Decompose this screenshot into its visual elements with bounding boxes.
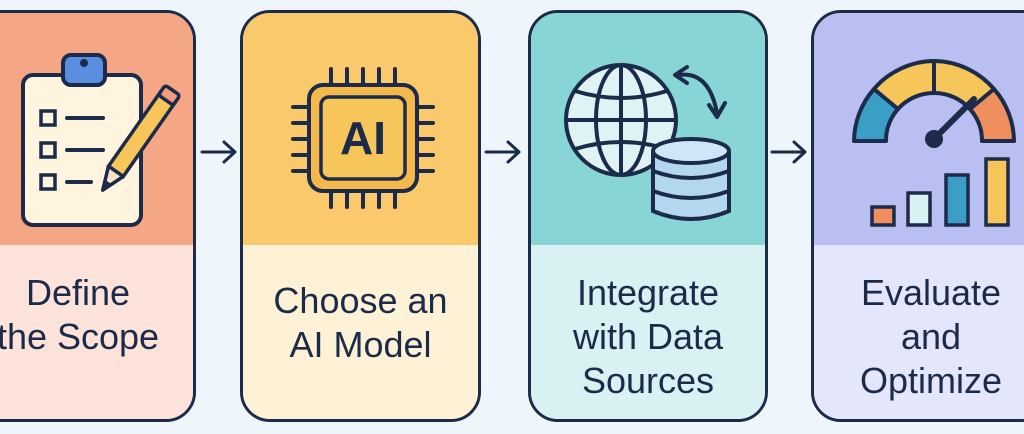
clipboard-checklist-pencil-icon — [0, 13, 193, 245]
step-card-evaluate-optimize: Evaluate and Optimize — [811, 10, 1024, 422]
step-label: Choose an AI Model — [243, 279, 478, 367]
step-label-line: Integrate — [576, 272, 720, 313]
card-footer — [243, 245, 478, 419]
arrow-right-icon — [200, 140, 237, 164]
gauge-bar-chart-icon — [814, 13, 1024, 245]
step-label-line: Define — [25, 272, 131, 313]
arrow-right-icon — [484, 140, 521, 164]
step-label: Define the Scope — [0, 271, 193, 359]
step-label-line: with Data — [572, 316, 724, 357]
step-label-line: Choose an — [273, 280, 448, 321]
step-label: Integrate with Data Sources — [531, 271, 765, 403]
step-card-define-scope: Define the Scope — [0, 10, 196, 422]
step-label-line: Evaluate — [860, 272, 1002, 313]
step-label-line: and — [900, 316, 962, 357]
globe-database-sync-icon — [531, 13, 765, 245]
card-footer — [814, 245, 1024, 419]
step-label-line: AI Model — [289, 324, 432, 365]
step-label-line: Optimize — [859, 360, 1003, 401]
arrow-right-icon — [770, 140, 807, 164]
step-label-line: Sources — [581, 360, 715, 401]
step-card-integrate-data: Integrate with Data Sources — [528, 10, 768, 422]
card-footer — [531, 245, 765, 419]
step-label-line: the Scope — [0, 316, 160, 357]
ai-chip-icon: AI — [243, 13, 478, 245]
chip-text: AI — [340, 112, 386, 164]
step-label: Evaluate and Optimize — [814, 271, 1024, 403]
card-footer — [0, 245, 193, 419]
step-card-choose-model: AI Choose an AI Model — [240, 10, 481, 422]
